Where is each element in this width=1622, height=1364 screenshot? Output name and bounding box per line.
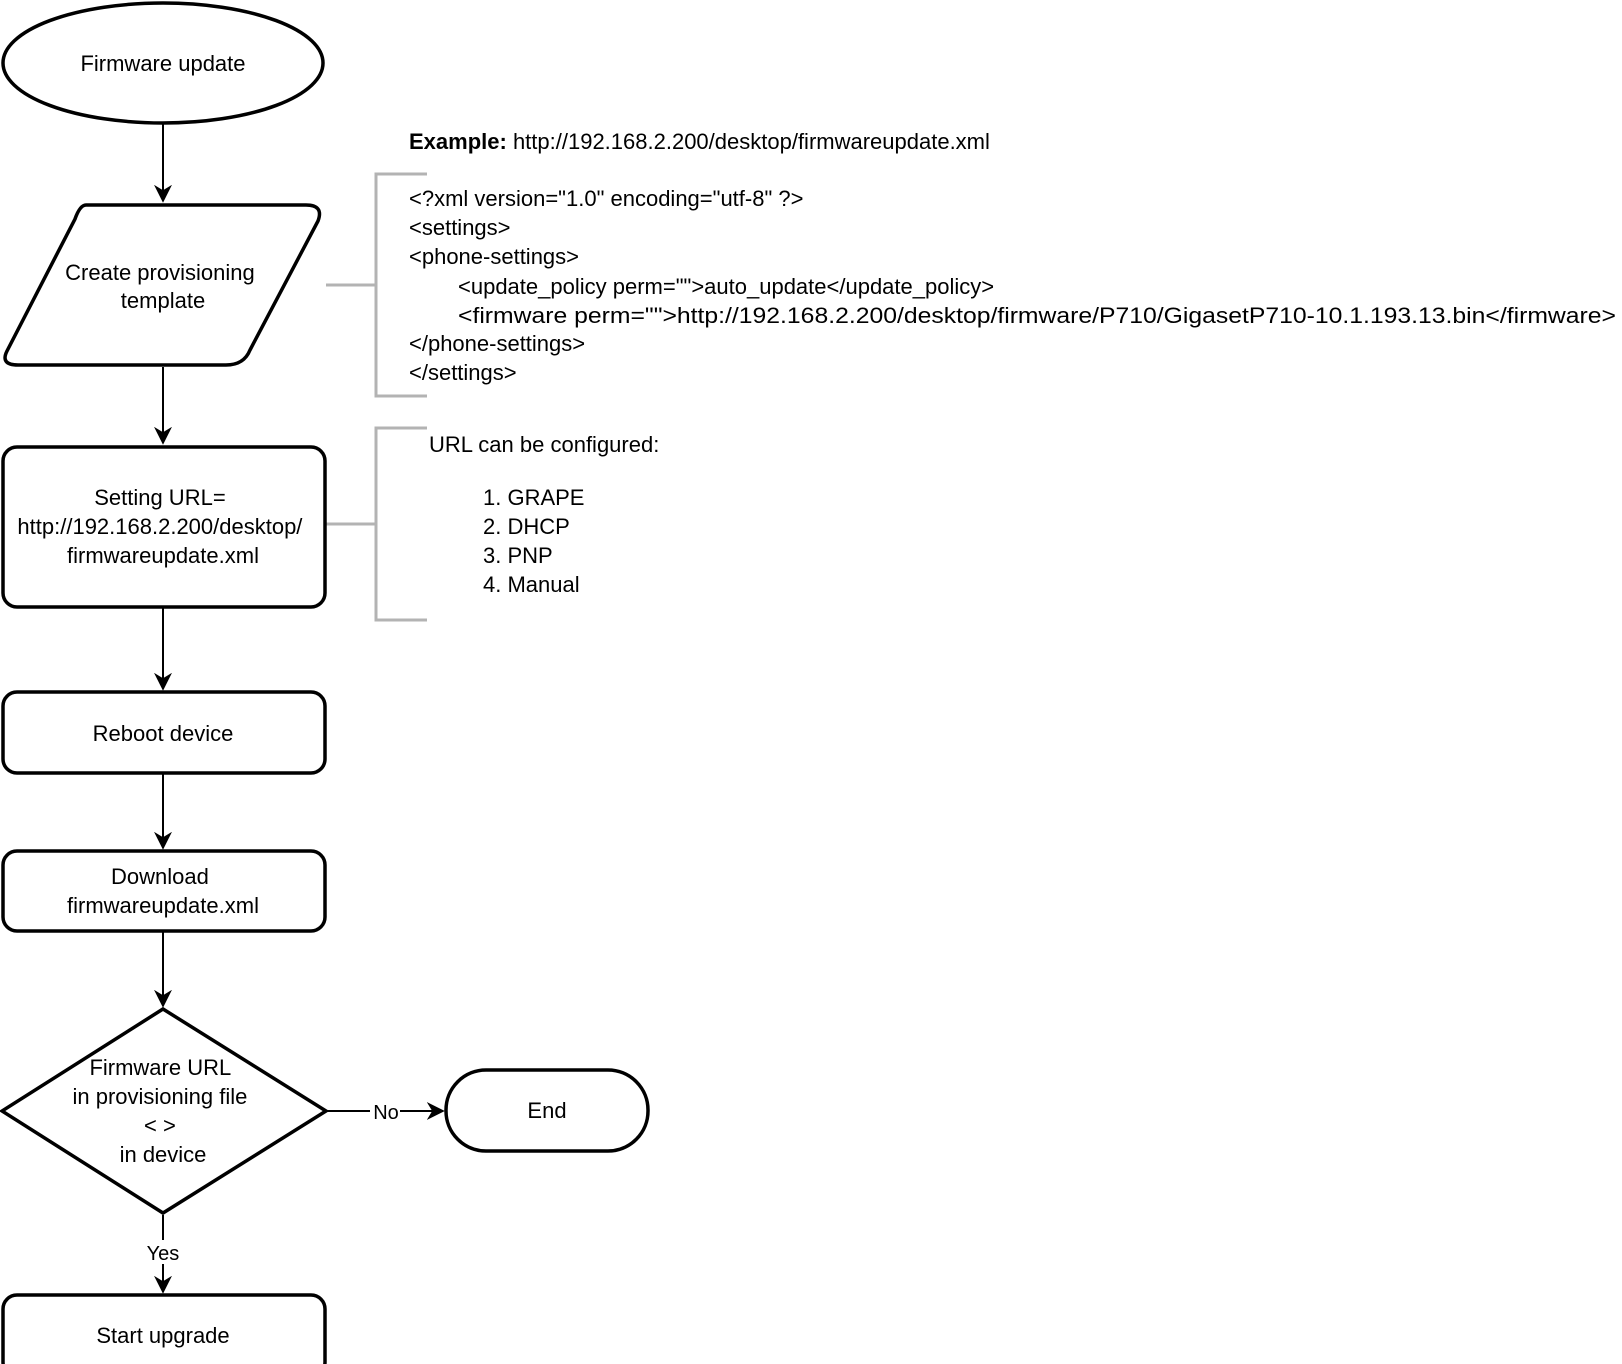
no-edge-label: No: [373, 1102, 399, 1124]
url-option-3: 3. PNP: [483, 543, 553, 568]
url-note-heading: URL can be configured:: [429, 432, 659, 457]
yes-edge-label: Yes: [147, 1243, 180, 1265]
end-terminal: [444, 1068, 650, 1153]
xml-line-2: <settings>: [409, 215, 511, 240]
create-template-label: Create provisioning template: [65, 260, 261, 313]
setting-url-label: Setting URL= http://192.168.2.200/deskto…: [17, 485, 308, 568]
url-option-4: 4. Manual: [483, 572, 580, 597]
no-label-bg: [370, 1099, 400, 1123]
yes-label-bg: [143, 1240, 183, 1264]
start-terminal: [1, 1, 325, 125]
decision-node: [0, 1006, 330, 1216]
xml-line-1: <?xml version="1.0" encoding="utf-8" ?>: [409, 186, 803, 211]
setting-url-node: [1, 445, 327, 609]
xml-line-4: <update_policy perm="">auto_update</upda…: [458, 274, 994, 299]
reboot-device-label: Reboot device: [93, 721, 234, 746]
url-option-1: 1. GRAPE: [483, 485, 584, 510]
url-option-2: 2. DHCP: [483, 514, 570, 539]
reboot-device-node: [1, 690, 327, 775]
example-url-line: Example: http://192.168.2.200/desktop/fi…: [409, 129, 990, 154]
decision-label: Firmware URL in provisioning file < > in…: [73, 1055, 254, 1167]
end-label: End: [527, 1098, 566, 1123]
xml-line-7: </settings>: [409, 360, 517, 385]
start-upgrade-node: [1, 1293, 327, 1364]
xml-line-6: </phone-settings>: [409, 331, 585, 356]
xml-line-3: <phone-settings>: [409, 244, 579, 269]
create-template-node: [3, 203, 322, 367]
start-upgrade-label: Start upgrade: [96, 1323, 229, 1348]
xml-line-5: <firmware perm="">http://192.168.2.200/d…: [458, 303, 1616, 328]
example-note-bracket: [374, 172, 427, 398]
url-note-bracket: [374, 426, 427, 622]
start-label: Firmware update: [80, 51, 245, 76]
download-label: Download firmwareupdate.xml: [67, 864, 259, 918]
download-node: [1, 849, 327, 933]
